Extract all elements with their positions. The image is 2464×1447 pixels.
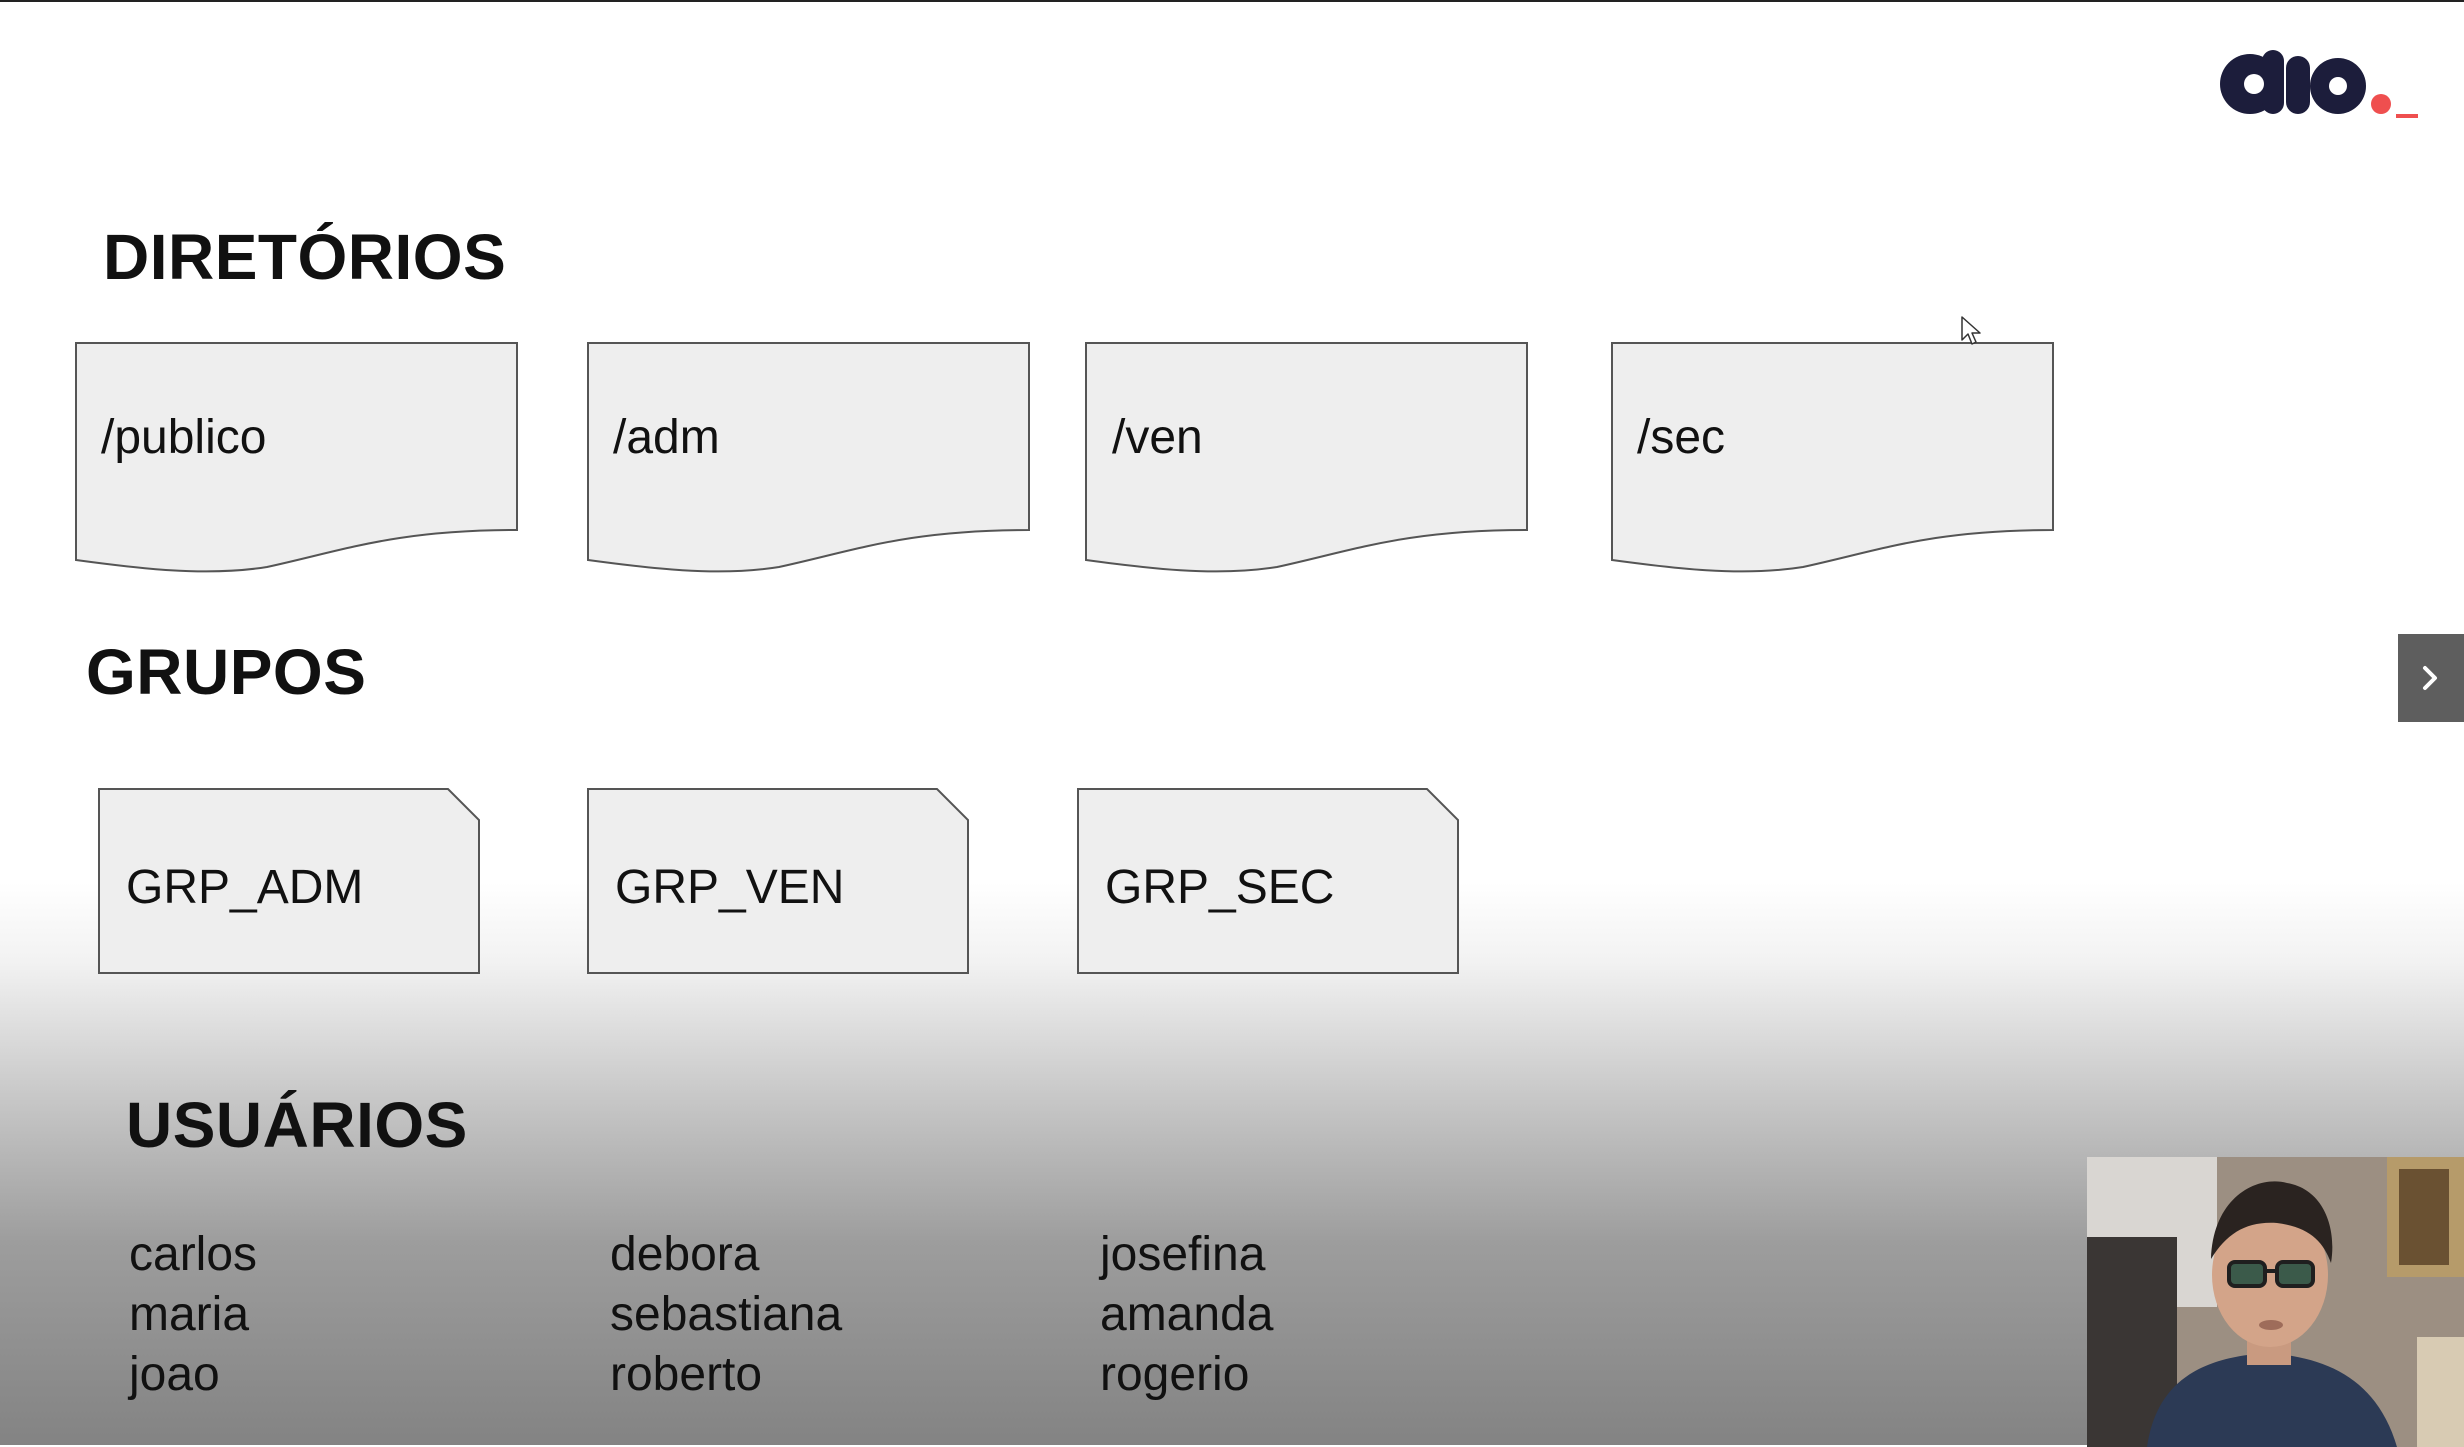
directory-sec: /sec xyxy=(1611,342,2054,574)
directory-label: /ven xyxy=(1112,411,1203,464)
document-shape xyxy=(1611,342,2054,573)
directories-heading: DIRETÓRIOS xyxy=(103,221,507,293)
chevron-right-icon xyxy=(2423,666,2437,690)
user-name: roberto xyxy=(610,1348,763,1401)
user-name: joao xyxy=(129,1348,220,1401)
presenter-webcam xyxy=(2087,1157,2464,1447)
mouse-pointer-icon xyxy=(1961,316,1983,348)
next-slide-button[interactable] xyxy=(2398,634,2464,722)
directory-label: /sec xyxy=(1637,411,1726,464)
group-grp-adm: GRP_ADM xyxy=(98,788,480,974)
user-name: debora xyxy=(610,1228,760,1281)
dio-logo xyxy=(2218,42,2418,132)
directory-label: /adm xyxy=(613,411,720,464)
group-label: GRP_ADM xyxy=(126,861,364,914)
groups-heading: GRUPOS xyxy=(86,636,367,708)
directory-ven: /ven xyxy=(1085,342,1528,574)
group-label: GRP_SEC xyxy=(1105,861,1335,914)
document-shape xyxy=(587,342,1030,573)
group-label: GRP_VEN xyxy=(615,861,845,914)
document-shape xyxy=(75,342,518,573)
presenter-video-icon xyxy=(2087,1157,2464,1447)
user-name: maria xyxy=(129,1288,250,1341)
note-shape xyxy=(1077,788,1459,974)
directory-label: /publico xyxy=(101,411,267,464)
group-grp-ven: GRP_VEN xyxy=(587,788,969,974)
dio-logo-mark xyxy=(2220,50,2418,118)
directory-publico: /publico xyxy=(75,342,518,574)
user-name: carlos xyxy=(129,1228,258,1281)
user-name: rogerio xyxy=(1100,1348,1250,1401)
group-grp-sec: GRP_SEC xyxy=(1077,788,1459,974)
note-shape xyxy=(587,788,969,974)
users-heading: USUÁRIOS xyxy=(126,1089,468,1161)
document-shape xyxy=(1085,342,1528,573)
directory-adm: /adm xyxy=(587,342,1030,574)
user-name: josefina xyxy=(1100,1228,1266,1281)
user-name: sebastiana xyxy=(610,1288,843,1341)
user-name: amanda xyxy=(1100,1288,1274,1341)
note-shape xyxy=(98,788,480,974)
